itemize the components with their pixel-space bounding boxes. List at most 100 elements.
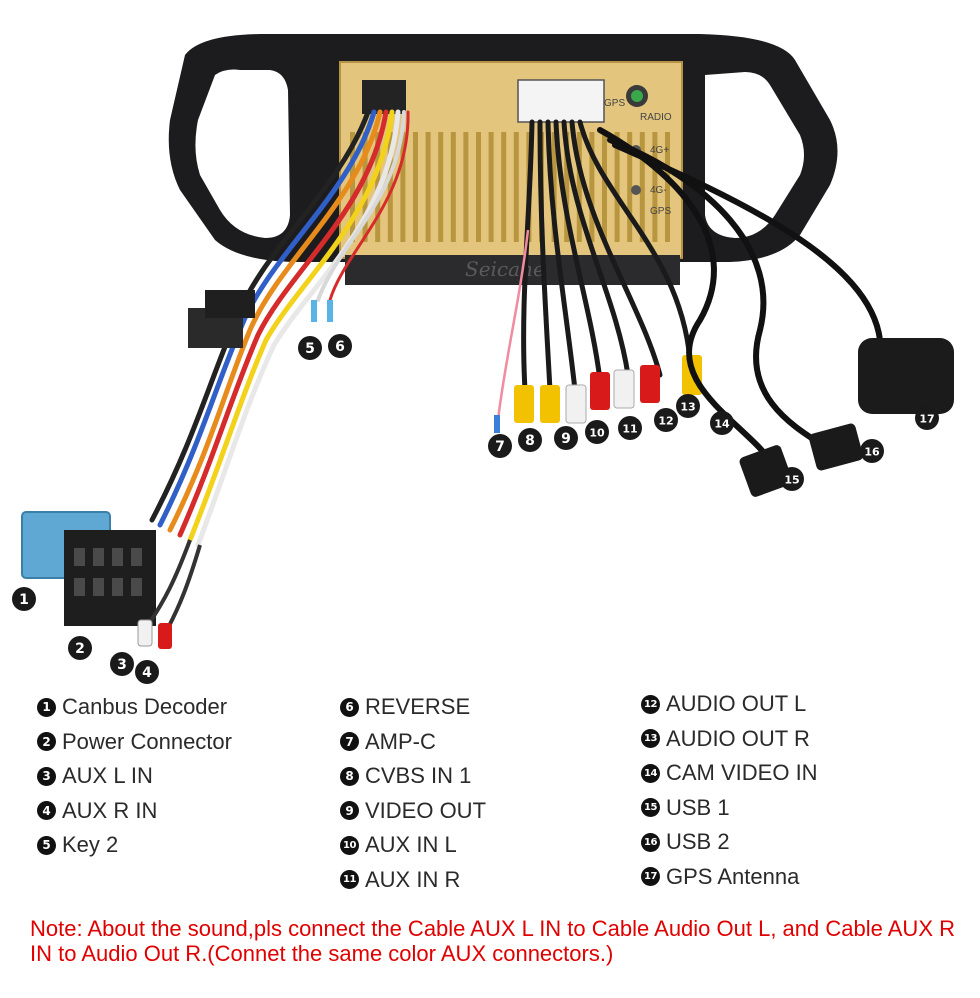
callout-circle	[710, 411, 734, 435]
callout-circle	[618, 416, 642, 440]
connector-pin	[93, 578, 104, 596]
legend-number: 5	[37, 835, 56, 855]
rca-plugs	[514, 355, 702, 424]
amp-c-pin	[494, 415, 500, 433]
callout-number: 17	[919, 413, 934, 426]
callout-15: 15	[780, 467, 804, 491]
legend-label: AUX IN R	[365, 866, 461, 892]
label-gps: GPS	[604, 98, 625, 109]
callout-3: 3	[110, 652, 134, 676]
callout-number: 6	[335, 339, 345, 355]
legend-label: AMP-C	[365, 728, 436, 754]
legend-number: 4	[37, 801, 56, 821]
legend-number: 3	[37, 766, 56, 786]
callout-circle	[676, 394, 700, 418]
legend-label: VIDEO OUT	[365, 797, 487, 823]
legend-label: Canbus Decoder	[62, 694, 228, 720]
usb-1-plug	[739, 445, 793, 497]
vent-slot	[652, 132, 658, 242]
callout-number: 8	[525, 433, 535, 449]
vent-slot	[576, 132, 582, 242]
callout-number: 2	[75, 641, 85, 657]
vent-slot	[501, 132, 507, 242]
vent-slot	[627, 132, 633, 242]
vent-slot	[476, 132, 481, 242]
legend-label: GPS Antenna	[666, 863, 800, 889]
callout-6: 6	[328, 334, 352, 358]
callout-number: 15	[784, 474, 799, 487]
callout-17: 17	[915, 406, 939, 430]
legend-number: 8	[340, 766, 359, 786]
callout-number: 11	[622, 423, 637, 436]
callout-number: 9	[561, 431, 571, 447]
watermark: Seicane	[465, 257, 545, 281]
legend-label: Key 2	[62, 832, 119, 858]
vent-slot	[665, 132, 670, 242]
callout-4: 4	[135, 660, 159, 684]
legend-item: 11 AUX IN R	[340, 863, 486, 898]
legend-label: AUDIO OUT R	[666, 725, 810, 751]
vent-slot	[564, 132, 570, 242]
power-connector-pins	[74, 548, 142, 596]
callout-circle	[135, 660, 159, 684]
label-4g-1: 4G+	[650, 145, 669, 156]
legend-number: 6	[340, 697, 359, 717]
legend-number: 17	[641, 867, 660, 887]
callout-14: 14	[710, 411, 734, 435]
gps-antenna	[858, 338, 954, 414]
callout-number: 5	[305, 341, 315, 357]
sound-note: Note: About the sound,pls connect the Ca…	[30, 916, 955, 966]
vent-slot	[400, 132, 406, 242]
callout-circle	[328, 334, 352, 358]
connector-pin	[131, 548, 142, 566]
legend-label: AUX L IN	[62, 763, 153, 789]
callout-number: 4	[142, 665, 152, 681]
callout-9: 9	[554, 426, 578, 450]
callout-number: 1	[19, 592, 29, 608]
legend-number: 11	[340, 870, 359, 890]
connector-pin	[112, 548, 123, 566]
callout-circle	[488, 434, 512, 458]
callout-circle	[585, 420, 609, 444]
harness-plug-b	[205, 290, 255, 318]
vent-slot	[387, 132, 393, 242]
wiring-diagram: Seicane GPS RADIO 4G+ 4G- GPS	[12, 34, 954, 684]
legend-label: AUX IN L	[365, 832, 457, 858]
legend-label: CVBS IN 1	[365, 763, 472, 789]
callout-11: 11	[618, 416, 642, 440]
legend-number: 14	[641, 763, 660, 783]
4g-port-2	[631, 185, 641, 195]
callout-circle	[860, 439, 884, 463]
legend-label: USB 1	[666, 794, 730, 820]
callout-circle	[68, 636, 92, 660]
callout-number: 13	[680, 401, 695, 414]
legend-number: 12	[641, 694, 660, 714]
callout-number: 14	[714, 418, 730, 431]
legend-label: Power Connector	[62, 728, 232, 754]
legend-number: 16	[641, 832, 660, 852]
usb-2-plug	[809, 423, 863, 471]
legend-item: 8 CVBS IN 1	[340, 759, 486, 794]
callout-circle	[915, 406, 939, 430]
vent-slot	[639, 132, 645, 242]
vent-slot	[413, 132, 418, 242]
callout-circle	[298, 336, 322, 360]
vent-slot	[551, 132, 557, 242]
callout-circle	[518, 428, 542, 452]
connector-pin	[74, 548, 85, 566]
vent-slot	[362, 132, 368, 242]
